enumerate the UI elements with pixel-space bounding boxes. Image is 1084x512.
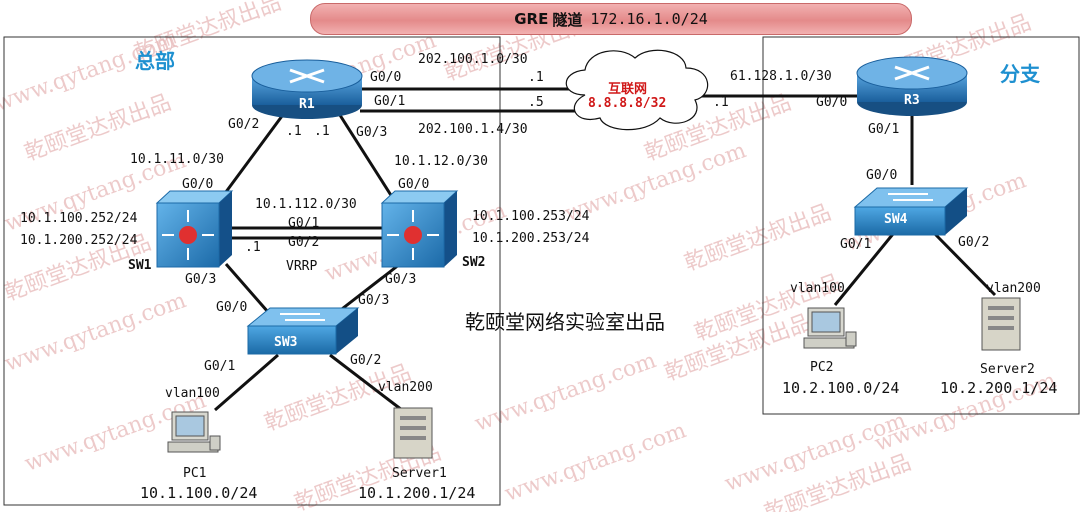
sw3-label: SW3 bbox=[274, 335, 298, 350]
link-r1-sw2 bbox=[336, 111, 396, 201]
sw1-ip200-label: 10.1.200.252/24 bbox=[20, 233, 138, 248]
sw4-g01-label: G0/1 bbox=[840, 237, 872, 252]
net-202-4-label: 202.100.1.4/30 bbox=[418, 122, 528, 137]
vlan100-hq-label: vlan100 bbox=[165, 386, 220, 401]
hq-region-box bbox=[3, 36, 501, 506]
branch-region-title: 分支 bbox=[1000, 62, 1040, 86]
r3-label: R3 bbox=[904, 93, 920, 108]
r3-g00-label: G0/0 bbox=[816, 95, 848, 110]
sw3-g03-label: G0/3 bbox=[358, 293, 390, 308]
gre-tunnel-banner: GRE 隧道 172.16.1.0/24 bbox=[310, 3, 912, 35]
pc1-label: PC1 bbox=[183, 466, 207, 481]
r3-g01-label: G0/1 bbox=[868, 122, 900, 137]
sw1-g01-label: G0/1 bbox=[288, 216, 320, 231]
link-sw3-pc1 bbox=[214, 353, 279, 412]
server1-icon bbox=[393, 407, 433, 459]
r1-g00-label: G0/0 bbox=[370, 70, 402, 85]
tunnel-network: 172.16.1.0/24 bbox=[590, 10, 708, 28]
vlan200-br-label: vlan200 bbox=[986, 281, 1041, 296]
pc2-label: PC2 bbox=[810, 360, 834, 375]
server1-ip-label: 10.1.200.1/24 bbox=[358, 484, 476, 502]
switch-sw3-icon bbox=[246, 307, 360, 355]
r1-label: R1 bbox=[299, 97, 315, 112]
net-61-label: 61.128.1.0/30 bbox=[730, 69, 832, 84]
server2-icon bbox=[981, 297, 1021, 351]
sw2-label: SW2 bbox=[462, 255, 486, 270]
internet-host-1b-label: .1 bbox=[713, 95, 729, 110]
r1-g01-label: G0/1 bbox=[374, 94, 406, 109]
vrrp-label: VRRP bbox=[286, 259, 318, 274]
publisher-text: 乾颐堂网络实验室出品 bbox=[465, 310, 665, 334]
pc1-net-label: 10.1.100.0/24 bbox=[140, 484, 258, 502]
sw4-g00-label: G0/0 bbox=[866, 168, 898, 183]
pc2-icon bbox=[803, 307, 857, 349]
vlan200-hq-label: vlan200 bbox=[378, 380, 433, 395]
hq-region-title: 总部 bbox=[135, 49, 175, 73]
sw2-g00-label: G0/0 bbox=[398, 177, 430, 192]
sw2-ip200-label: 10.1.200.253/24 bbox=[472, 231, 590, 246]
l3-switch-sw1-icon bbox=[155, 190, 234, 268]
pc1-icon bbox=[167, 411, 221, 453]
r1-g02-label: G0/2 bbox=[228, 117, 260, 132]
internet-cloud-icon bbox=[565, 49, 709, 131]
net-12-label: 10.1.12.0/30 bbox=[394, 154, 488, 169]
tunnel-name: 隧道 bbox=[552, 10, 583, 29]
r1-g03-label: G0/3 bbox=[356, 125, 388, 140]
sw1-host-label: .1 bbox=[245, 240, 261, 255]
link-r1-sw1 bbox=[218, 111, 287, 201]
sw4-g02-label: G0/2 bbox=[958, 235, 990, 250]
server2-ip-label: 10.2.200.1/24 bbox=[940, 379, 1058, 397]
sw3-g01-label: G0/1 bbox=[204, 359, 236, 374]
net-112-label: 10.1.112.0/30 bbox=[255, 197, 357, 212]
router-r1-icon bbox=[251, 59, 363, 119]
sw2-g03-label: G0/3 bbox=[385, 272, 417, 287]
link-sw2-sw3 bbox=[337, 262, 401, 314]
router-r3-icon bbox=[856, 56, 968, 116]
internet-ip: 8.8.8.8/32 bbox=[588, 96, 667, 111]
wan-host-1a-label: .1 bbox=[528, 70, 544, 85]
sw3-g02-label: G0/2 bbox=[350, 353, 382, 368]
internet-label: 互联网 bbox=[608, 82, 648, 97]
gre-label: GRE bbox=[514, 10, 549, 28]
link-sw4-pc2 bbox=[833, 233, 895, 306]
sw2-ip100-label: 10.1.100.253/24 bbox=[472, 209, 590, 224]
server2-label: Server2 bbox=[980, 362, 1035, 377]
server1-label: Server1 bbox=[392, 466, 447, 481]
sw1-g00-label: G0/0 bbox=[182, 177, 214, 192]
net-202-0-label: 202.100.1.0/30 bbox=[418, 52, 528, 67]
l3-switch-sw2-icon bbox=[380, 190, 459, 268]
link-sw3-server1 bbox=[329, 353, 403, 412]
vlan100-br-label: vlan100 bbox=[790, 281, 845, 296]
switch-sw4-icon bbox=[853, 187, 969, 236]
sw1-g03-label: G0/3 bbox=[185, 272, 217, 287]
link-sw4-server2 bbox=[933, 232, 997, 297]
sw1-ip100-label: 10.1.100.252/24 bbox=[20, 211, 138, 226]
net-11-label: 10.1.11.0/30 bbox=[130, 152, 224, 167]
r1-host-b-label: .1 bbox=[314, 124, 330, 139]
wan-host-5-label: .5 bbox=[528, 95, 544, 110]
pc2-net-label: 10.2.100.0/24 bbox=[782, 379, 900, 397]
sw3-g00-label: G0/0 bbox=[216, 300, 248, 315]
r1-host-a-label: .1 bbox=[286, 124, 302, 139]
sw1-g02-label: G0/2 bbox=[288, 235, 320, 250]
sw1-label: SW1 bbox=[128, 258, 152, 273]
branch-region-box bbox=[762, 36, 1080, 415]
sw4-label: SW4 bbox=[884, 212, 908, 227]
link-sw1-sw3 bbox=[224, 263, 270, 313]
